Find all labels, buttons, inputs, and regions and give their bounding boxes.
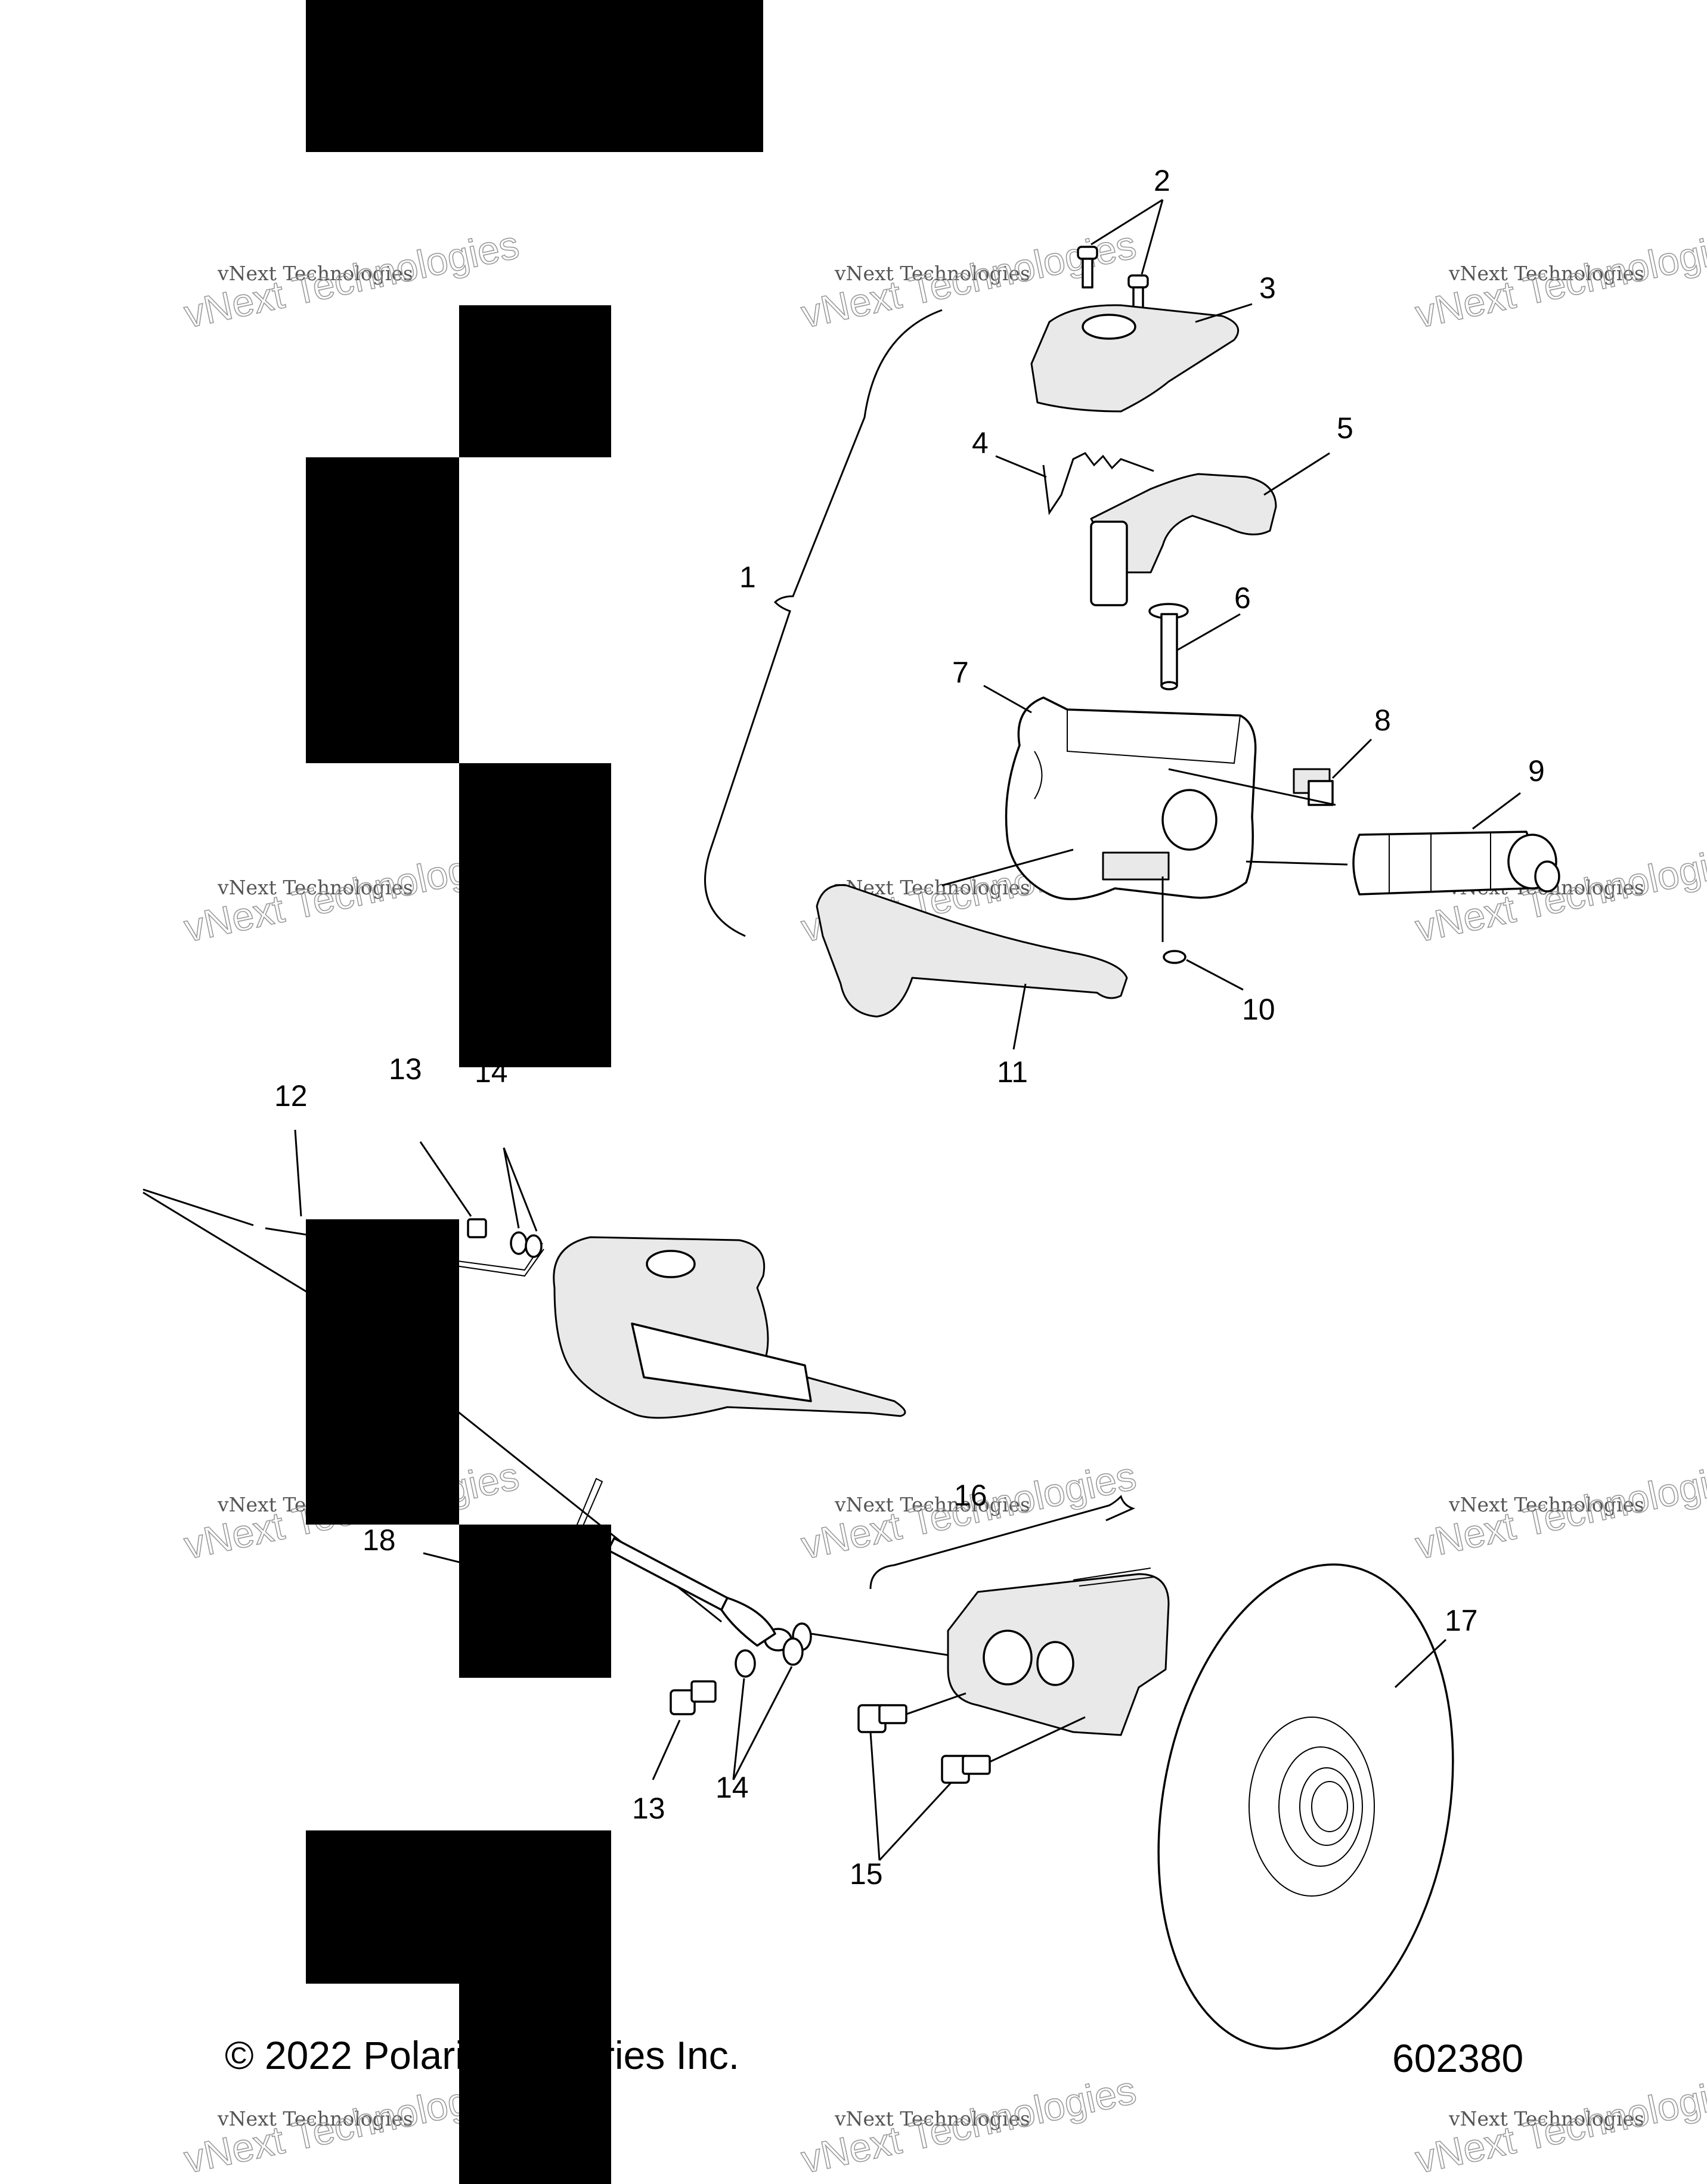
brake-caliper-part	[857, 1495, 1170, 1784]
watermark-text: vNext Technologies	[834, 262, 1030, 285]
watermark-text: vNext Technologies	[1448, 2107, 1644, 2130]
brake-lever-part	[816, 884, 1128, 1018]
watermark-text: vNext Technologies	[217, 2107, 413, 2130]
watermark: vNext Technologies vNext Technologies	[797, 2067, 1141, 2182]
callout-label: 2	[1154, 164, 1170, 197]
master-cylinder-part	[553, 1236, 906, 1419]
callout-label: 7	[952, 656, 969, 689]
callout-label: 17	[1445, 1604, 1478, 1637]
callout-label: 11	[997, 1055, 1028, 1089]
banjo-bolt-part	[670, 1680, 717, 1715]
callout-label: 15	[850, 1857, 883, 1891]
footer: © 2022 Polaris Industries Inc. 602380	[225, 2033, 1523, 2080]
redaction-block	[306, 1219, 459, 1525]
redaction-block	[459, 763, 611, 1067]
callout-label: 18	[363, 1523, 396, 1557]
banjo-fitting-part	[467, 1218, 543, 1258]
grip-part	[1352, 831, 1560, 896]
spring-part	[1042, 452, 1154, 516]
brake-disc-part	[1157, 1563, 1454, 2050]
redaction-block	[306, 1830, 611, 1984]
callout-label: 5	[1337, 411, 1353, 445]
pivot-pin-part	[1148, 603, 1189, 690]
callout-labels: 2 3 4 5 1 6 7 8 9 10 11 12 13 14 16 17 1…	[274, 164, 1545, 1891]
redaction-block	[306, 457, 459, 763]
reservoir-cover-part	[1030, 304, 1240, 413]
watermark: vNext Technologies vNext Technologies	[1411, 222, 1707, 337]
drawing-number: 602380	[1392, 2036, 1523, 2080]
washer-part	[782, 1637, 804, 1666]
callout-label: 13	[389, 1052, 422, 1086]
callout-label: 8	[1374, 704, 1391, 737]
redaction-block	[459, 305, 611, 457]
redaction-block	[306, 0, 763, 152]
callout-label: 3	[1259, 271, 1276, 305]
throttle-lever-part	[1090, 473, 1277, 574]
callout-label: 6	[1234, 581, 1251, 615]
clip-part	[1163, 950, 1186, 964]
watermark-text: vNext Technologies	[217, 876, 413, 899]
watermark-text: vNext Technologies	[834, 2107, 1030, 2130]
watermark-text: vNext Technologies	[1448, 262, 1644, 285]
callout-label: 13	[632, 1792, 665, 1825]
washer-part	[735, 1649, 756, 1678]
watermark-text: vNext Technologies	[1448, 1493, 1644, 1516]
redaction-block	[459, 1984, 611, 2184]
callout-label: 14	[715, 1771, 749, 1804]
callout-label: 16	[954, 1479, 987, 1512]
callout-label: 12	[274, 1079, 308, 1113]
watermark: vNext Technologies vNext Technologies	[1411, 1453, 1707, 1568]
callout-label: 10	[1242, 993, 1275, 1026]
mounting-bolt-part	[857, 1704, 991, 1784]
watermark-text: vNext Technologies	[217, 262, 413, 285]
master-cylinder-exploded	[704, 246, 1560, 1018]
watermark-text: vNext Technologies	[834, 1493, 1030, 1516]
callout-label: 1	[739, 560, 756, 594]
redaction-block	[459, 1525, 611, 1678]
callout-label: 4	[972, 426, 989, 460]
assembly-bracket	[704, 309, 943, 937]
callout-label: 9	[1528, 754, 1545, 788]
caliper-bracket	[869, 1495, 1136, 1590]
redaction-blocks	[306, 0, 763, 2184]
watermark: vNext Technologies vNext Technologies	[1411, 2067, 1707, 2182]
